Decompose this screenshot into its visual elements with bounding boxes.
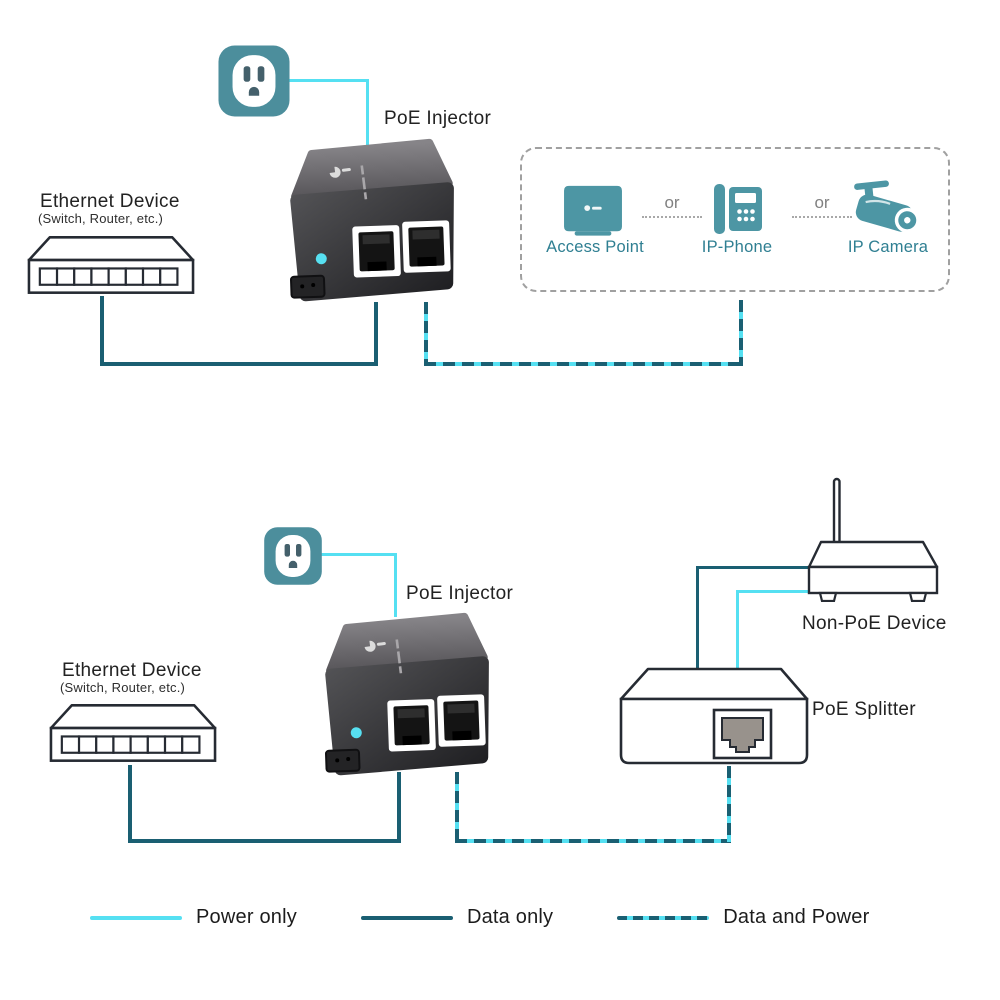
- access-point-icon: [562, 183, 624, 239]
- data-line-segment: [696, 566, 699, 670]
- data-power-line-segment: [455, 839, 731, 843]
- data-power-line-segment: [455, 772, 459, 843]
- non-poe-router-device: [804, 476, 944, 602]
- power-line-segment: [394, 553, 397, 617]
- data-line-segment: [397, 772, 401, 843]
- data-line-segment: [100, 362, 378, 366]
- ethernet-device-title: Ethernet Device: [62, 660, 202, 681]
- dotted-divider: [642, 216, 702, 218]
- data-power-line-segment: [739, 300, 743, 366]
- ethernet-device-subtitle: (Switch, Router, etc.): [38, 211, 164, 226]
- ethernet-switch-device: [26, 234, 196, 296]
- legend-label: Data only: [466, 906, 554, 928]
- or-separator: or: [642, 193, 702, 218]
- powered-devices-box: [520, 147, 950, 292]
- power-line-segment: [366, 79, 369, 145]
- ethernet-device-title: Ethernet Device: [40, 191, 180, 212]
- data-power-line-segment: [727, 766, 731, 843]
- ip-camera-label: IP Camera: [847, 238, 929, 256]
- poe-splitter-device: [618, 666, 810, 766]
- legend-label: Power only: [196, 906, 297, 928]
- data-power-line-segment: [424, 362, 743, 366]
- poe-injector-label: PoE Injector: [384, 108, 492, 129]
- ip-phone-label: IP-Phone: [701, 238, 773, 256]
- power-outlet-icon: [263, 526, 323, 586]
- data-line-segment: [100, 296, 104, 366]
- non-poe-device-label: Non-PoE Device: [802, 613, 947, 634]
- access-point-label: Access Point: [546, 238, 644, 256]
- legend: Power only Data only Data and Power: [90, 906, 869, 929]
- power-line-segment: [289, 79, 369, 82]
- legend-item-power-only: Power only: [90, 906, 297, 929]
- ethernet-device-subtitle: (Switch, Router, etc.): [60, 680, 186, 695]
- power-outlet-icon: [217, 44, 291, 118]
- legend-item-data-and-power: Data and Power: [617, 906, 869, 929]
- power-line-segment: [736, 590, 820, 593]
- poe-splitter-label: PoE Splitter: [812, 699, 916, 720]
- poe-injector-label: PoE Injector: [406, 583, 514, 604]
- data-line-segment: [128, 765, 132, 843]
- data-line-segment: [128, 839, 401, 843]
- or-separator: or: [792, 193, 852, 218]
- or-text: or: [664, 193, 680, 212]
- poe-injector-device: [280, 136, 460, 306]
- legend-item-data-only: Data only: [360, 906, 554, 929]
- data-power-line-swatch: [617, 915, 710, 920]
- power-line-segment: [320, 553, 397, 556]
- dotted-divider: [792, 216, 852, 218]
- ip-camera-icon: [849, 179, 927, 241]
- legend-label: Data and Power: [723, 906, 870, 928]
- power-line-swatch: [90, 915, 182, 920]
- poe-injector-device: [315, 610, 495, 780]
- data-line-segment: [696, 566, 820, 569]
- or-text: or: [814, 193, 830, 212]
- power-line-segment: [736, 590, 739, 670]
- data-line-swatch: [360, 915, 453, 920]
- data-line-segment: [374, 302, 378, 366]
- data-power-line-segment: [424, 302, 428, 366]
- ip-phone-icon: [711, 180, 765, 238]
- ethernet-switch-device: [48, 702, 218, 764]
